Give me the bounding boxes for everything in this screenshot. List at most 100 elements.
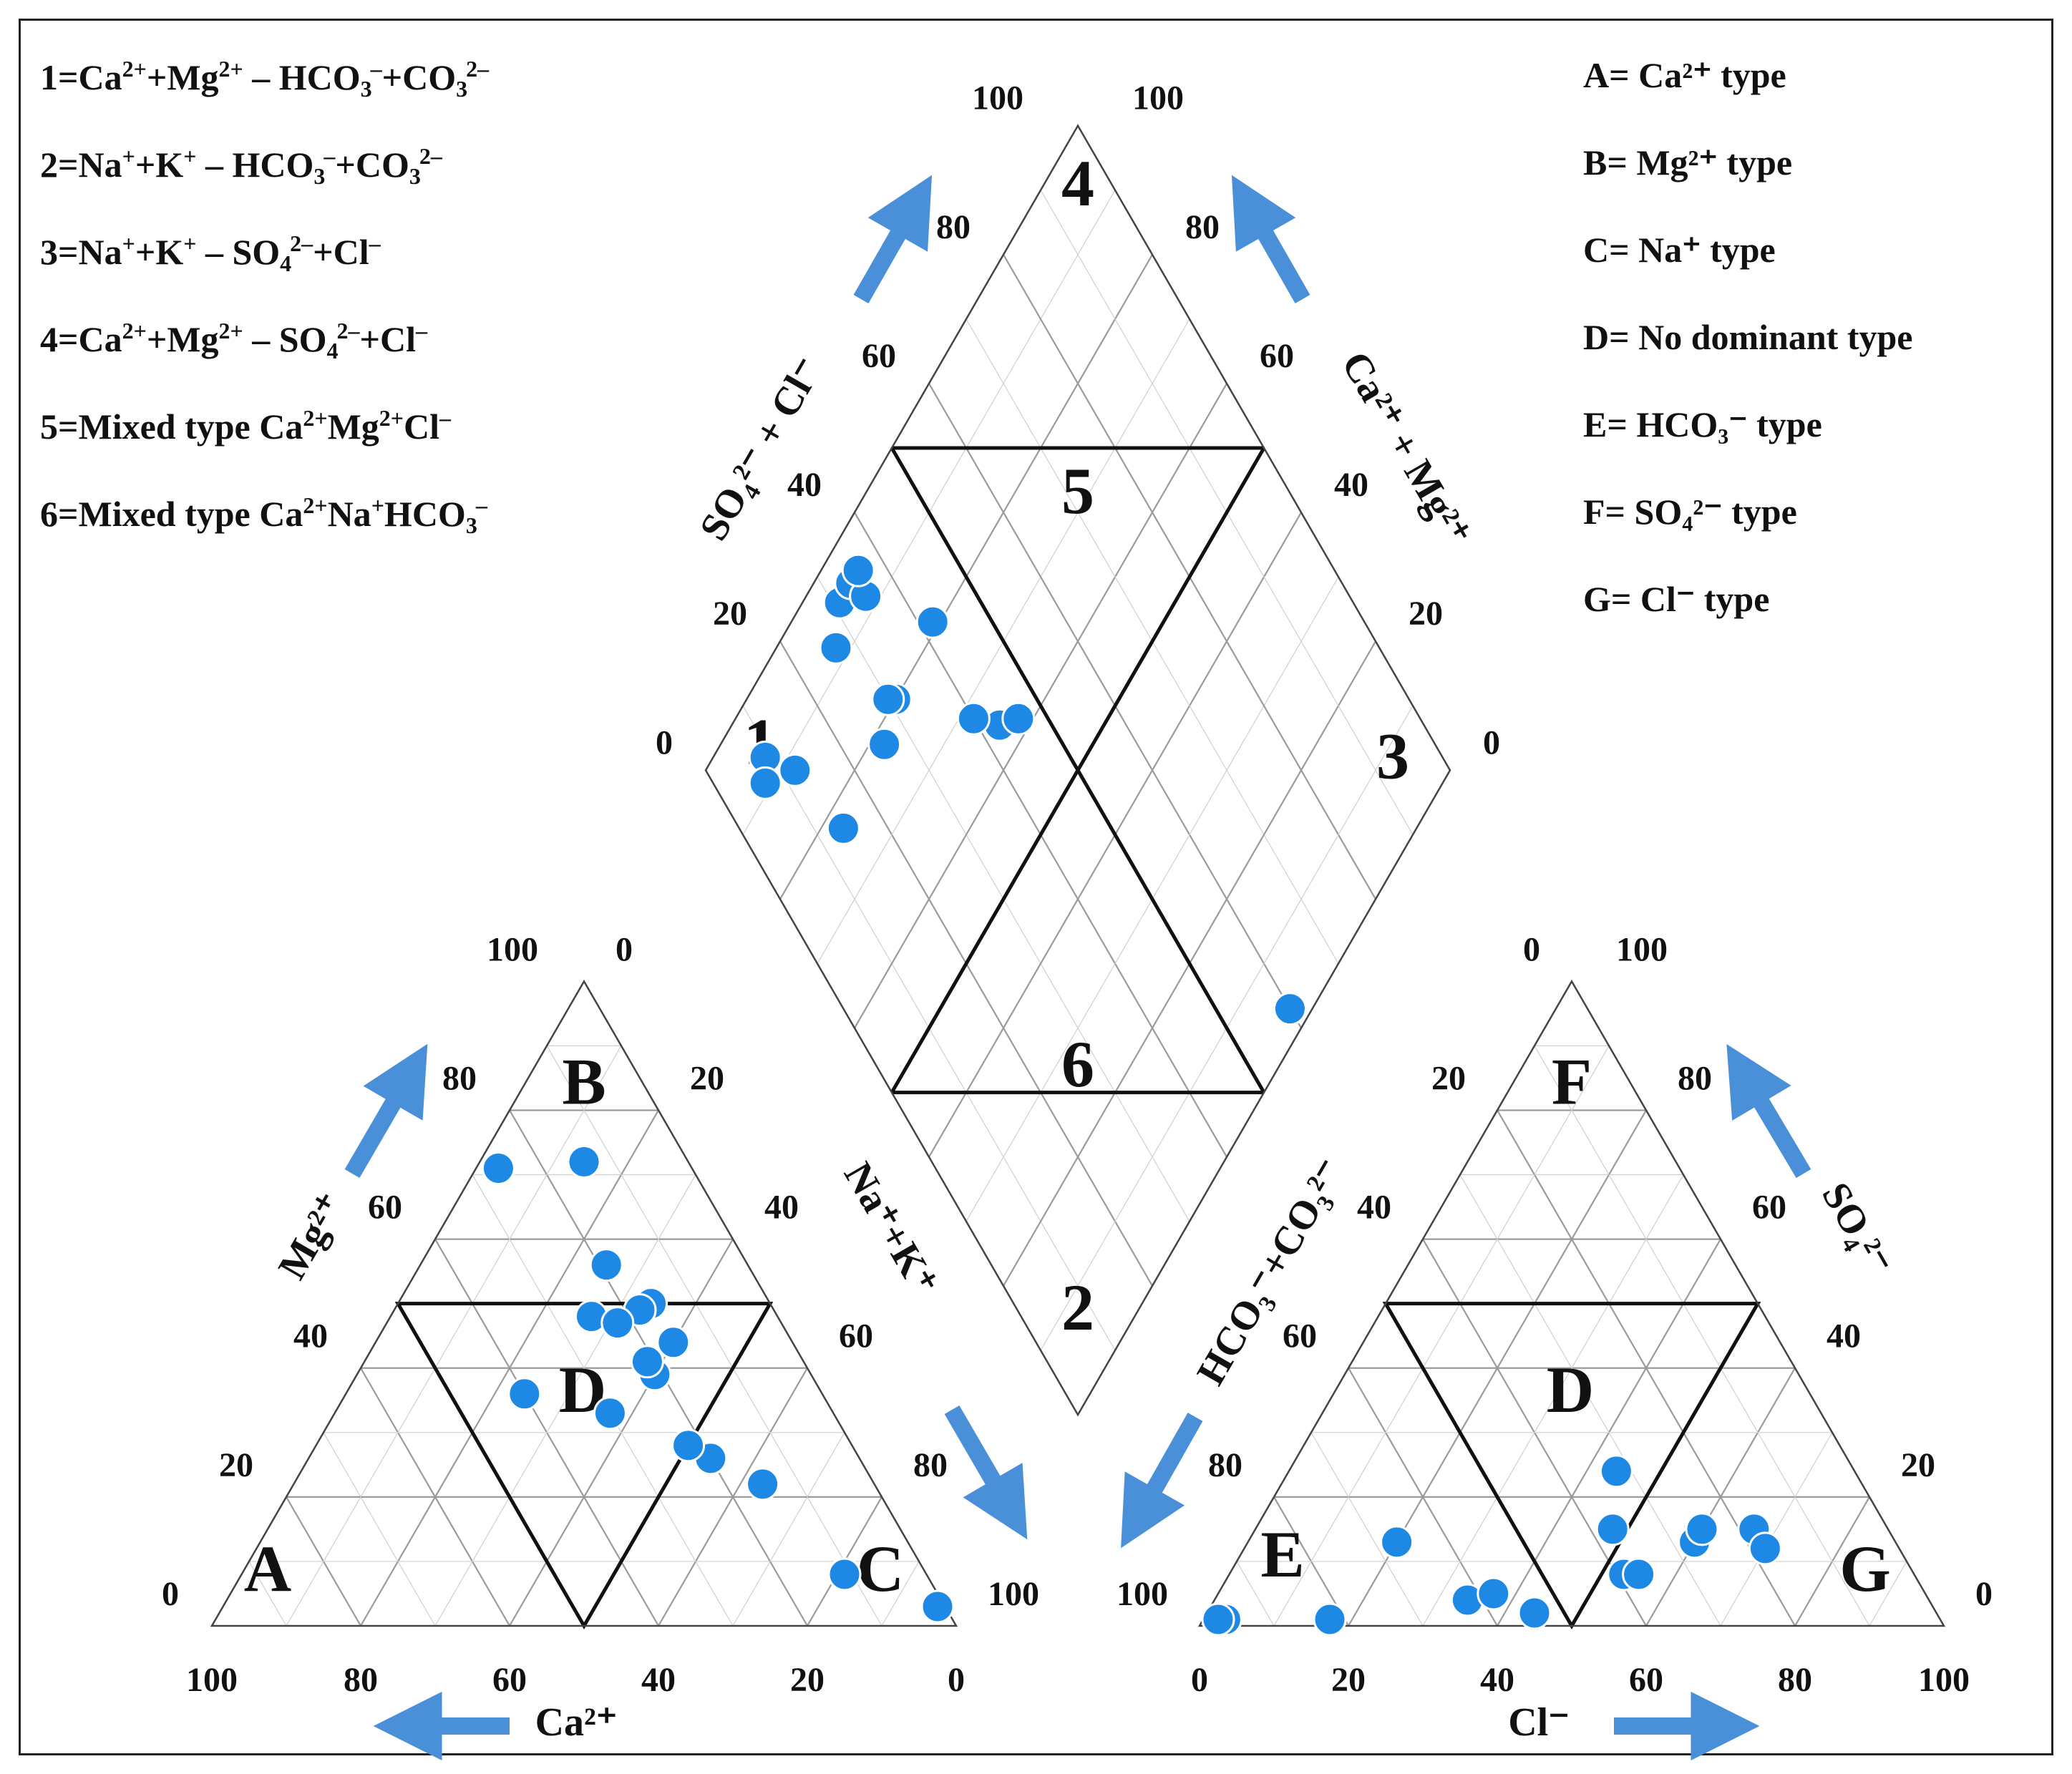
- cation-point: [589, 1248, 623, 1282]
- cation-point: [671, 1428, 706, 1463]
- axis-label-na: Na⁺+K⁺: [835, 1155, 946, 1303]
- vertex-label-e: E: [1260, 1518, 1304, 1591]
- tick-label: 20: [219, 1446, 253, 1484]
- tick-label: 40: [1334, 466, 1368, 504]
- arrow-so4-cl: [853, 175, 933, 303]
- axis-label-ca-mg: Ca²⁺ + Mg²⁺: [1333, 344, 1479, 553]
- grid-line: [1310, 1432, 1424, 1627]
- axis-label-cl: Cl⁻: [1508, 1700, 1570, 1745]
- arrow-hco3: [1121, 1413, 1203, 1549]
- legend-right-item: B= Mg²⁺ type: [1583, 142, 1793, 182]
- diamond-point: [748, 766, 782, 800]
- tick-label: 0: [162, 1575, 179, 1613]
- grid-line: [1720, 1432, 1833, 1627]
- region-label-d: D: [1547, 1353, 1594, 1426]
- anion-point: [1477, 1576, 1511, 1611]
- tick-label: 20: [1331, 1661, 1366, 1699]
- tick-label: 60: [368, 1189, 402, 1227]
- tick-label: 20: [690, 1059, 724, 1097]
- tick-label: 40: [764, 1189, 799, 1227]
- tick-label: 20: [1901, 1446, 1935, 1484]
- sample-points: [481, 553, 1782, 1637]
- axis-label-so4-cl: SO₄²⁻ + Cl⁻: [691, 350, 831, 547]
- grid-line: [323, 1432, 436, 1627]
- legend-right-item: A= Ca²⁺ type: [1583, 55, 1786, 95]
- tick-label: 100: [1918, 1661, 1970, 1699]
- axis-label-ca: Ca²⁺: [535, 1700, 618, 1745]
- arrow-ca-mg: [1231, 175, 1310, 303]
- tick-label: 80: [913, 1446, 948, 1484]
- tick-label: 80: [1678, 1059, 1712, 1097]
- grid-line: [1869, 1561, 1907, 1627]
- diamond-point: [956, 701, 991, 736]
- grid-line: [1273, 1046, 1610, 1627]
- tick-label: 60: [492, 1661, 527, 1699]
- region-label-4: 4: [1061, 147, 1094, 220]
- tick-label: 60: [1283, 1317, 1317, 1355]
- grid-line: [1236, 1561, 1275, 1627]
- vertex-label-f: F: [1552, 1045, 1592, 1118]
- grid-line: [360, 1109, 659, 1627]
- cation-point: [567, 1145, 601, 1179]
- cation-point: [827, 1557, 862, 1592]
- tick-label: 100: [487, 930, 538, 968]
- grid-line: [1422, 1174, 1684, 1627]
- cation-point: [656, 1325, 691, 1360]
- diamond-point: [867, 727, 902, 761]
- axis-label-hco3: HCO₃⁻+CO₃²⁻: [1188, 1151, 1353, 1393]
- tick-label: 80: [1185, 208, 1220, 246]
- grid-line: [1459, 1174, 1721, 1627]
- cation-triangle-outline: [210, 979, 958, 1627]
- tick-label: 100: [186, 1661, 238, 1699]
- tick-label: 0: [1975, 1575, 1993, 1613]
- anion-point: [1685, 1512, 1719, 1546]
- tick-label: 100: [988, 1575, 1039, 1613]
- region-boundaries: [394, 446, 1761, 1630]
- legend-right-item: F= SO₄²⁻ type: [1583, 492, 1797, 532]
- tick-label: 20: [1409, 595, 1443, 633]
- plot-outlines: [210, 124, 1946, 1627]
- grid-line: [434, 1174, 696, 1627]
- grid-line: [248, 1561, 287, 1627]
- region-label-6: 6: [1061, 1028, 1094, 1101]
- grid-line: [881, 1561, 920, 1627]
- legend-right-item: E= HCO₃⁻ type: [1583, 404, 1822, 444]
- cation-point: [593, 1396, 627, 1431]
- tick-label: 20: [713, 595, 747, 633]
- cation-point: [507, 1377, 542, 1411]
- legend-left-item: 6=Mixed type Ca2+Na+HCO3–: [40, 492, 487, 538]
- tick-label: 80: [1208, 1446, 1242, 1484]
- legend-left-item: 5=Mixed type Ca2+Mg2+Cl–: [40, 405, 452, 447]
- diamond-point: [826, 811, 860, 845]
- tick-label: 80: [442, 1059, 477, 1097]
- region-label-5: 5: [1061, 454, 1094, 527]
- anion-point: [1622, 1557, 1656, 1592]
- tick-label: 100: [1117, 1575, 1168, 1613]
- tick-label: 40: [293, 1317, 328, 1355]
- region-label-2: 2: [1061, 1271, 1094, 1344]
- tick-label: 100: [1132, 79, 1184, 117]
- tick-label: 40: [1827, 1317, 1861, 1355]
- anion-point: [1201, 1602, 1235, 1637]
- tick-label: 0: [1483, 723, 1500, 761]
- direction-arrows: [344, 175, 1811, 1760]
- tick-label: 80: [1778, 1661, 1812, 1699]
- legend-left-item: 1=Ca2++Mg2+ – HCO3–+CO32–: [40, 56, 490, 102]
- anion-point: [1595, 1512, 1630, 1546]
- axis-label-so4: SO₄²⁻: [1813, 1175, 1901, 1282]
- tick-label: 60: [862, 337, 896, 375]
- tick-label: 40: [1357, 1189, 1391, 1227]
- vertex-label-b: B: [562, 1045, 605, 1118]
- arrow-mg: [344, 1043, 428, 1179]
- legend-left-item: 3=Na++K+ – SO42–+Cl–: [40, 230, 381, 276]
- anion-triangle-outline: [1197, 979, 1946, 1627]
- diamond-point: [841, 553, 875, 588]
- grid-line: [1534, 1046, 1870, 1627]
- tick-label: 40: [1480, 1661, 1514, 1699]
- diamond-point: [871, 682, 905, 716]
- vertex-label-c: C: [857, 1532, 904, 1605]
- anion-mixed-region: [1382, 1302, 1761, 1630]
- tick-label: 100: [1616, 930, 1668, 968]
- legend-right-item: C= Na⁺ type: [1583, 230, 1776, 270]
- tick-label: 60: [839, 1317, 873, 1355]
